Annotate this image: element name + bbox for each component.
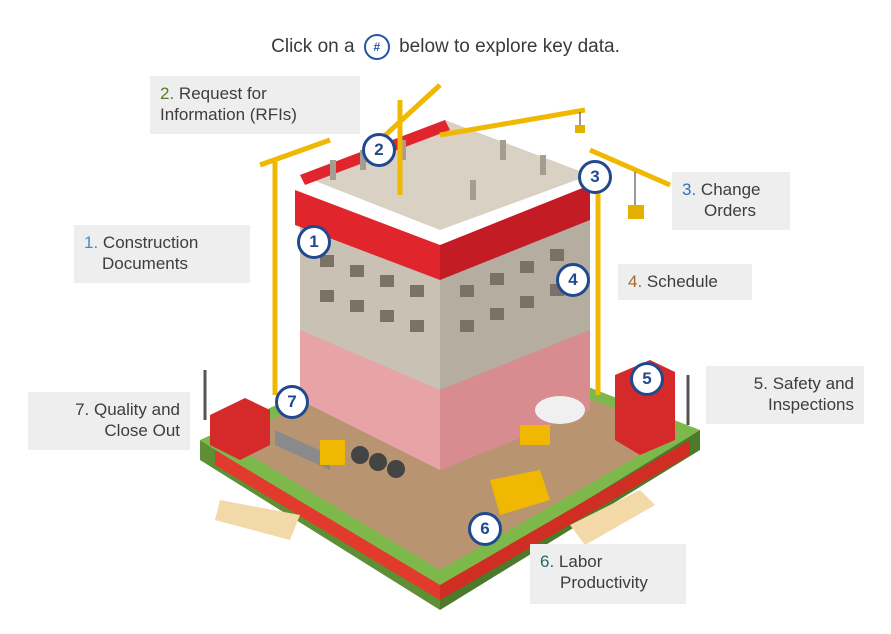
label-2-line1: Request for [178, 84, 267, 103]
label-labor-productivity[interactable]: 6. Labor Productivity [530, 544, 686, 604]
safety-fence [215, 440, 690, 600]
marker-2-button[interactable]: 2 [362, 133, 396, 167]
pink-wrap-right [440, 330, 590, 470]
site-office-left [210, 398, 270, 460]
label-6-line2: Productivity [560, 573, 648, 592]
label-construction-documents[interactable]: 1. Construction Documents [74, 225, 250, 283]
lumber-plank-left [215, 500, 300, 540]
red-band-right [440, 185, 590, 280]
rebar-columns [330, 140, 546, 200]
label-change-orders[interactable]: 3. Change Orders [672, 172, 790, 230]
lumber-plank-right [570, 490, 655, 545]
label-6-line1: Labor [558, 552, 603, 571]
label-7-line1: Quality and [94, 400, 180, 419]
marker-5-button[interactable]: 5 [630, 362, 664, 396]
label-quality-close-out[interactable]: 7. Quality and Close Out [28, 392, 190, 450]
street-lamps [203, 370, 690, 425]
dump-truck-left [275, 430, 345, 470]
instruction-text: Click on a # below to explore key data. [0, 34, 891, 60]
label-6-number: 6. [540, 552, 555, 571]
label-1-number: 1. [84, 233, 99, 252]
red-band-left [295, 190, 440, 280]
label-2-line2: Information (RFIs) [160, 105, 297, 124]
pink-wrap-left [300, 330, 440, 470]
label-3-line2: Orders [704, 201, 756, 220]
instruction-before: Click on a [271, 36, 355, 58]
marker-3-button[interactable]: 3 [578, 160, 612, 194]
label-3-line1: Change [700, 180, 761, 199]
label-4-number: 4. [628, 272, 643, 291]
label-1-line2: Documents [102, 254, 188, 273]
label-2-number: 2. [160, 84, 175, 103]
marker-6-button[interactable]: 6 [468, 512, 502, 546]
crane-center [378, 83, 586, 195]
hash-badge-icon: # [363, 34, 390, 60]
label-1-line1: Construction [102, 233, 199, 252]
dump-truck-center [490, 470, 550, 515]
label-schedule[interactable]: 4. Schedule [618, 264, 752, 300]
label-5-line2: Inspections [768, 395, 854, 414]
label-safety-inspections[interactable]: 5. Safety and Inspections [706, 366, 864, 424]
cement-mixer [520, 396, 585, 445]
marker-4-button[interactable]: 4 [556, 263, 590, 297]
instruction-after: below to explore key data. [399, 36, 620, 58]
pipe-stack [351, 446, 405, 478]
label-7-line2: Close Out [104, 421, 180, 440]
marker-1-button[interactable]: 1 [297, 225, 331, 259]
marker-7-button[interactable]: 7 [275, 385, 309, 419]
crane-right [588, 147, 672, 395]
label-7-number: 7. [75, 400, 90, 419]
label-5-line1: Safety and [772, 374, 854, 393]
label-rfis[interactable]: 2. Request for Information (RFIs) [150, 76, 360, 134]
label-4-line1: Schedule [646, 272, 718, 291]
crane-left [259, 137, 331, 395]
label-5-number: 5. [753, 374, 768, 393]
window-grid [320, 249, 564, 332]
label-3-number: 3. [682, 180, 697, 199]
